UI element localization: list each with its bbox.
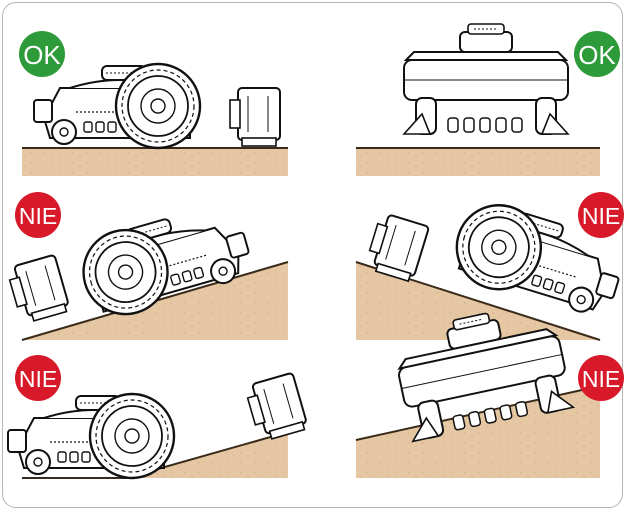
ground-slope [22, 432, 288, 478]
svg-text:NIE: NIE [19, 203, 57, 229]
nie-badge: NIE [15, 192, 61, 238]
robot-mower-side [8, 394, 174, 478]
ok-badge: OK [574, 31, 620, 77]
panel-front-view-flat [356, 23, 600, 176]
panel-front-view-side-slope [355, 298, 601, 478]
nie-badge: NIE [15, 355, 61, 401]
charging-station [243, 371, 310, 444]
panel-side-view-downhill [355, 195, 627, 341]
charging-station [5, 253, 72, 326]
charging-station [229, 87, 281, 147]
svg-text:OK: OK [578, 40, 616, 70]
robot-mower-side [34, 64, 200, 148]
nie-badge: NIE [578, 192, 624, 238]
panel-side-view-flat [22, 64, 288, 176]
ground [356, 148, 600, 176]
svg-text:NIE: NIE [582, 366, 620, 392]
panel-side-view-slope-start [8, 371, 310, 479]
ground [22, 148, 288, 176]
svg-text:NIE: NIE [19, 366, 57, 392]
nie-badge: NIE [578, 355, 624, 401]
svg-text:NIE: NIE [582, 203, 620, 229]
panel-side-view-uphill [5, 198, 289, 341]
ok-badge: OK [19, 31, 65, 77]
robot-mower-front [403, 23, 569, 135]
svg-text:OK: OK [23, 40, 61, 70]
ground-slope [356, 386, 600, 478]
